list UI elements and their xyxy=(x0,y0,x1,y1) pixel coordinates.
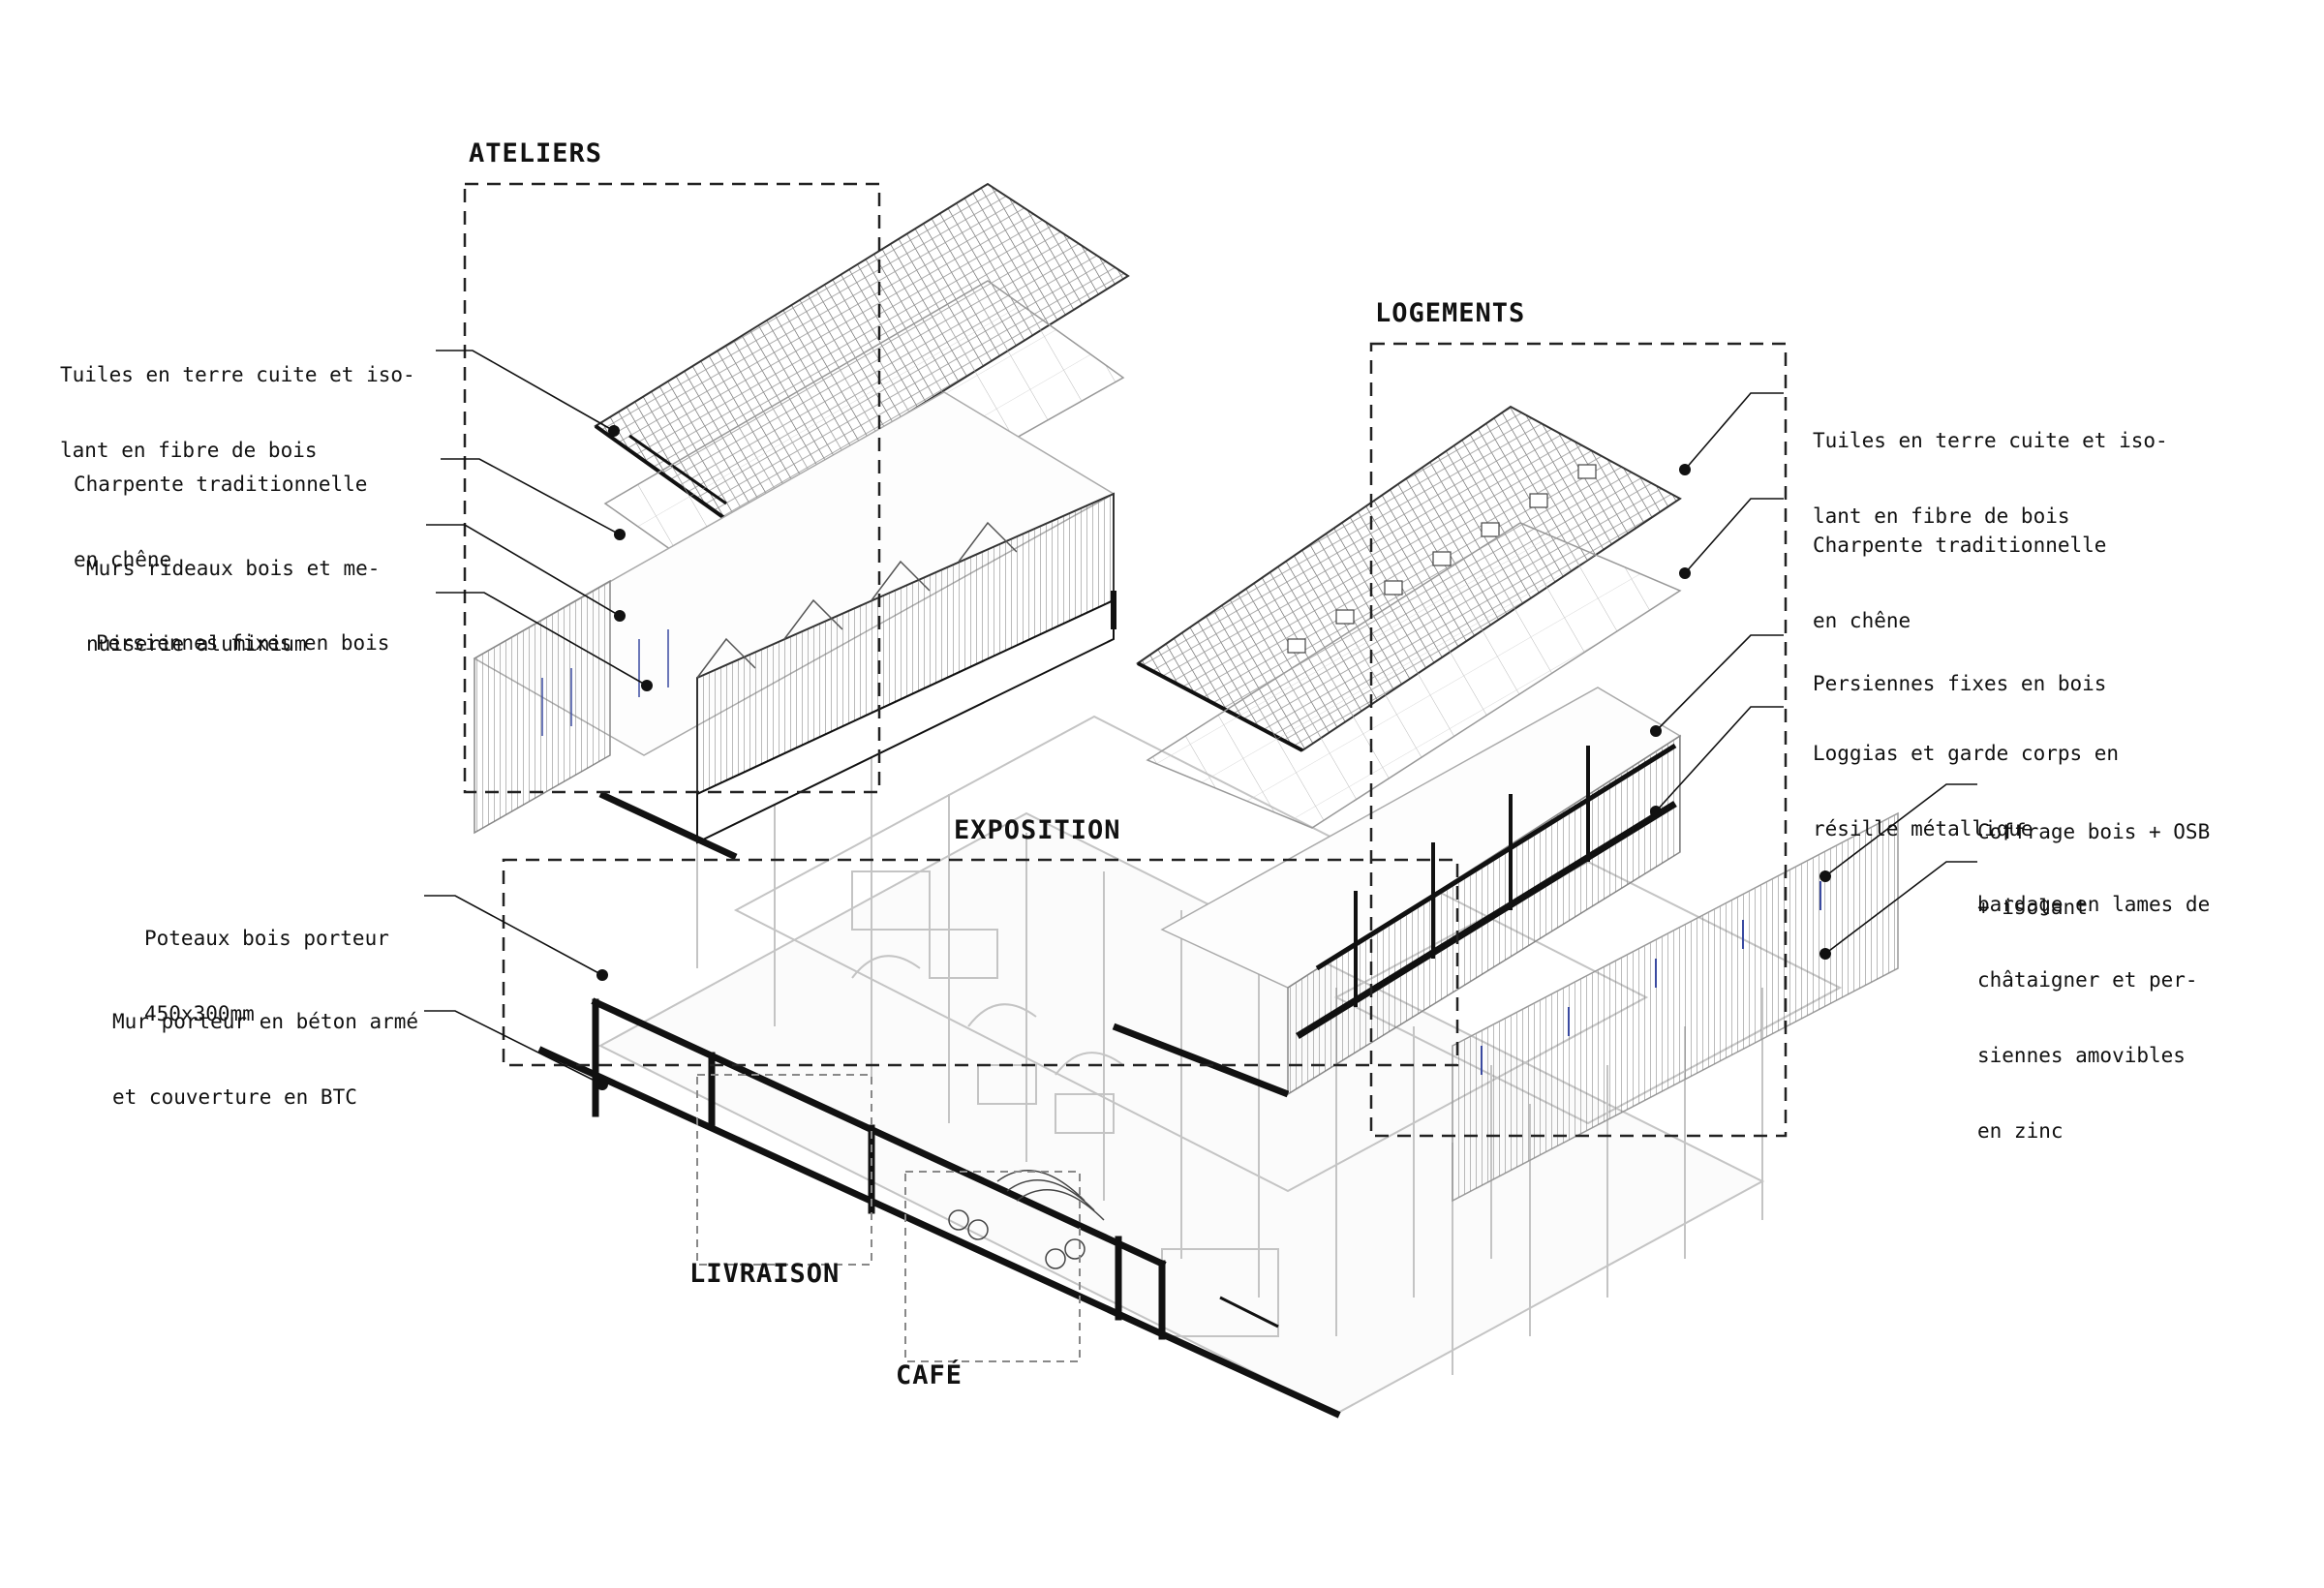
frame-livraison xyxy=(696,1074,872,1266)
zone-title-exposition: EXPOSITION xyxy=(954,815,1121,845)
zone-title-cafe: CAFÉ xyxy=(896,1360,963,1390)
zone-title-livraison: LIVRAISON xyxy=(689,1259,841,1289)
annotation-left-concrete-wall: Mur porteur en béton armé et couverture … xyxy=(112,1010,419,1109)
logements-building xyxy=(1112,405,1899,1203)
frame-logements xyxy=(1369,342,1788,1138)
ateliers-building xyxy=(473,182,1130,861)
annotation-right-timber-frame: Charpente traditionnelle en chêne xyxy=(1813,534,2107,632)
annotation-right-cladding: bardage en lames de châtaigner et per- s… xyxy=(1977,893,2211,1143)
annotation-left-shutters: Persiennes fixes en bois xyxy=(96,631,390,655)
annotation-left-roof-tiles: Tuiles en terre cuite et iso- lant en fi… xyxy=(60,363,415,462)
annotation-right-roof-tiles: Tuiles en terre cuite et iso- lant en fi… xyxy=(1813,429,2168,528)
annotation-left-timber-posts: Poteaux bois porteur 450x300mm xyxy=(144,927,389,1025)
annotation-right-loggias: Loggias et garde corps en résille métall… xyxy=(1813,742,2120,840)
leader-lines xyxy=(424,350,1977,1085)
zone-title-logements: LOGEMENTS xyxy=(1375,298,1526,328)
annotation-right-formwork: Coffrage bois + OSB + isolant xyxy=(1977,820,2211,919)
leader-dots xyxy=(596,425,1831,1090)
cafe-furniture xyxy=(948,1170,1105,1269)
frame-exposition xyxy=(502,858,1459,1067)
frame-cafe xyxy=(904,1171,1081,1362)
section-cut xyxy=(537,997,1341,1419)
zone-frames-light xyxy=(696,1074,1081,1362)
annotation-right-shutters: Persiennes fixes en bois xyxy=(1813,672,2107,695)
zone-frames xyxy=(463,182,1788,1138)
annotation-left-timber-frame: Charpente traditionnelle en chêne xyxy=(74,473,368,571)
frame-ateliers xyxy=(463,182,881,794)
annotation-left-curtain-walls: Murs rideaux bois et me- nuiserie alumin… xyxy=(86,557,381,656)
zone-title-ateliers: ATELIERS xyxy=(469,138,603,168)
